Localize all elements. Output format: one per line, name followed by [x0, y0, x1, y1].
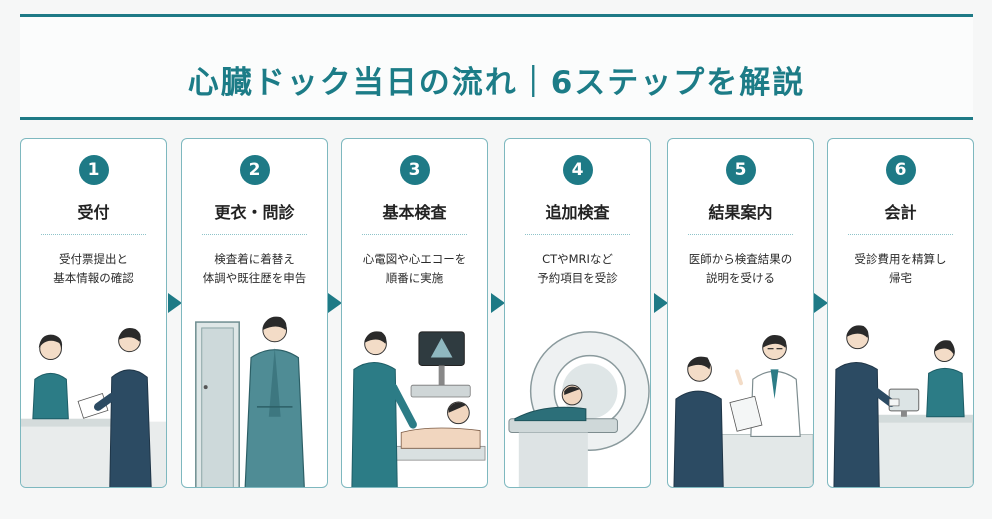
step-divider: [848, 234, 953, 235]
changing-illustration: [195, 316, 305, 487]
title-bottom-rule: [20, 117, 973, 120]
step-title: 受付: [77, 203, 110, 222]
step-title: 結果案内: [708, 203, 773, 222]
step-card-results: 5 結果案内 医師から検査結果の 説明を受ける: [667, 138, 814, 488]
step-divider: [362, 234, 467, 235]
step-number-badge: 3: [399, 155, 430, 185]
consultation-illustration: [673, 334, 813, 487]
ultrasound-illustration: [351, 331, 486, 487]
step-title: 更衣・問診: [214, 203, 295, 222]
mri-illustration: [508, 331, 650, 487]
flow-arrow-icon: [491, 293, 505, 313]
step-description: 受診費用を精算し 帰宅: [854, 252, 947, 285]
step-card-changing: 2 更衣・問診 検査着に着替え 体調や既往歴を申告: [181, 138, 328, 488]
step-title: 追加検査: [545, 203, 610, 222]
flow-arrow-icon: [168, 293, 182, 313]
step-card-basic-exam: 3 基本検査 心電図や心エコーを 順番に実施: [341, 138, 488, 488]
step-number-badge: 5: [725, 155, 756, 185]
step-divider: [525, 234, 630, 235]
step-number-badge: 4: [562, 155, 593, 185]
step-description: 受付票提出と 基本情報の確認: [53, 252, 134, 285]
title-top-rule: [20, 14, 973, 17]
title-bar: 心臓ドック当日の流れ｜6ステップを解説: [20, 17, 973, 117]
payment-illustration: [833, 325, 973, 487]
step-divider: [202, 234, 307, 235]
step-card-additional-exam: 4 追加検査 CTやMRIなど 予約項目を受診: [504, 138, 651, 488]
step-number-badge: 2: [239, 155, 270, 185]
step-number-badge: 6: [885, 155, 916, 185]
flow-arrow-icon: [328, 293, 342, 313]
flow-arrow-icon: [654, 293, 668, 313]
step-title: 基本検査: [382, 203, 447, 222]
step-description: 心電図や心エコーを 順番に実施: [362, 252, 467, 285]
step-number-badge: 1: [78, 155, 109, 185]
step-divider: [688, 234, 793, 235]
flow-arrow-icon: [814, 293, 828, 313]
step-description: 検査着に着替え 体調や既往歴を申告: [202, 252, 307, 285]
step-description: 医師から検査結果の 説明を受ける: [688, 252, 793, 285]
page-title: 心臓ドック当日の流れ｜6ステップを解説: [187, 65, 806, 101]
reception-illustration: [21, 328, 166, 487]
step-divider: [41, 234, 146, 235]
step-card-reception: 1 受付 受付票提出と 基本情報の確認: [20, 138, 167, 488]
step-title: 会計: [884, 203, 917, 222]
step-description: CTやMRIなど 予約項目を受診: [537, 252, 618, 285]
step-card-payment: 6 会計 受診費用を精算し 帰宅: [827, 138, 974, 488]
